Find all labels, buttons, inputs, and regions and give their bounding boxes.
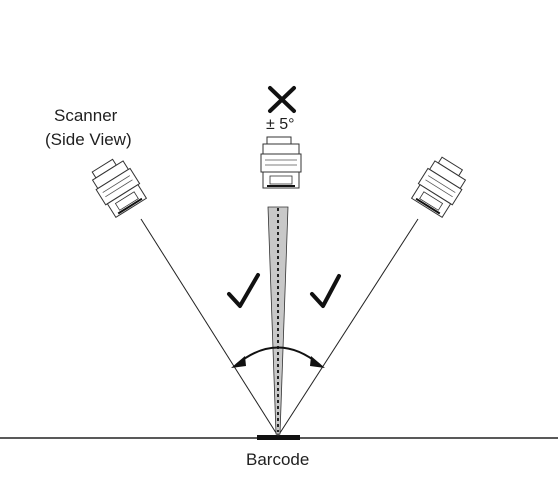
scanner-label: Scanner bbox=[54, 106, 118, 125]
scanner-right-icon bbox=[410, 156, 467, 219]
right-scan-line bbox=[277, 218, 419, 437]
tolerance-label: ± 5° bbox=[266, 116, 295, 133]
checkmark-icon bbox=[227, 273, 260, 308]
arc-arrow-left bbox=[231, 356, 246, 368]
center-beam bbox=[267, 206, 289, 435]
scanner-left-icon bbox=[91, 158, 148, 219]
checkmark-icon bbox=[310, 274, 341, 308]
barcode-label: Barcode bbox=[246, 450, 310, 469]
arc-arrow-right bbox=[310, 356, 325, 368]
barcode-bar bbox=[257, 435, 300, 440]
scanner-center-icon bbox=[260, 136, 302, 189]
cross-icon bbox=[268, 86, 296, 113]
scanner-view-label: (Side View) bbox=[45, 130, 132, 149]
left-scan-line bbox=[140, 218, 279, 437]
